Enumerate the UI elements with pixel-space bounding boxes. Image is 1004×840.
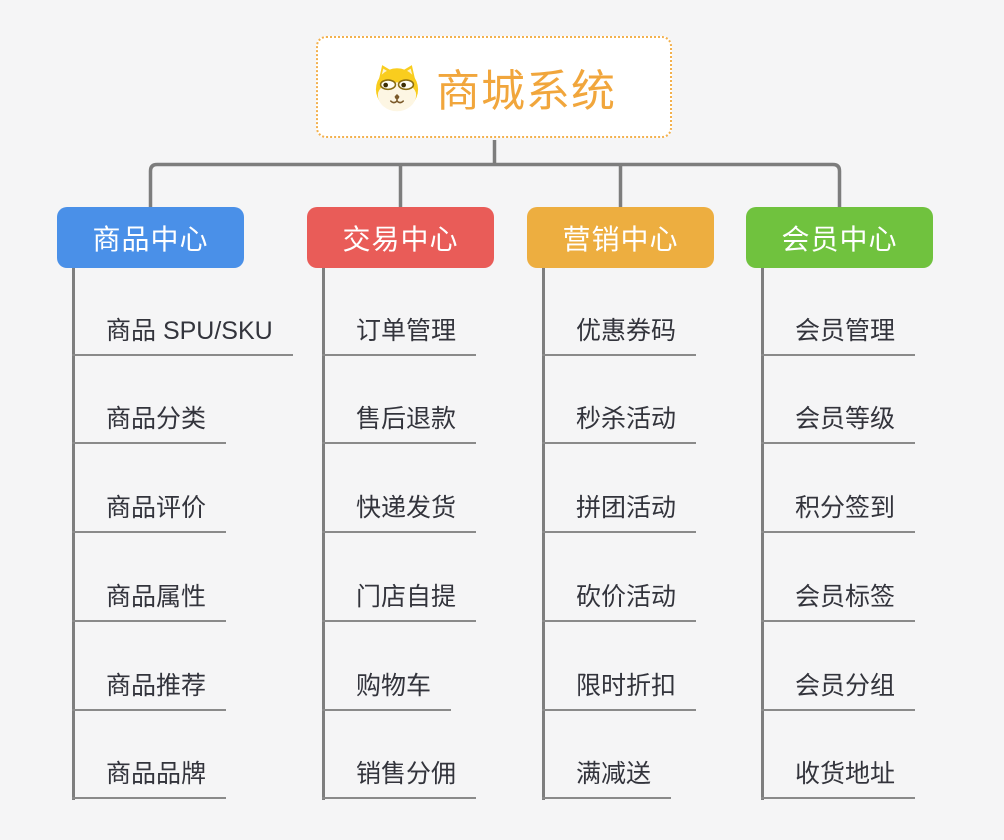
leaf-node[interactable]: 满减送 bbox=[542, 759, 672, 799]
leaf-node[interactable]: 会员标签 bbox=[761, 582, 916, 622]
leaf-node[interactable]: 商品属性 bbox=[72, 582, 227, 622]
root-title: 商城系统 bbox=[436, 67, 616, 116]
leaf-node[interactable]: 收货地址 bbox=[761, 759, 916, 799]
root-node[interactable]: 商城系统 bbox=[316, 36, 672, 138]
leaf-node[interactable]: 商品分类 bbox=[72, 404, 227, 444]
branch-header-member[interactable]: 会员中心 bbox=[746, 207, 933, 268]
leaf-node[interactable]: 售后退款 bbox=[322, 404, 477, 444]
leaf-node[interactable]: 会员等级 bbox=[761, 404, 916, 444]
leaf-node[interactable]: 积分签到 bbox=[761, 493, 916, 533]
leaf-node[interactable]: 会员分组 bbox=[761, 671, 916, 711]
leaf-node[interactable]: 拼团活动 bbox=[542, 493, 697, 533]
branch-rail-line bbox=[148, 162, 842, 208]
branch-header-marketing[interactable]: 营销中心 bbox=[527, 207, 714, 268]
leaf-node[interactable]: 销售分佣 bbox=[322, 759, 477, 799]
leaf-node[interactable]: 商品 SPU/SKU bbox=[72, 316, 293, 356]
branch-trunk-line bbox=[761, 268, 764, 800]
dog-face-icon bbox=[372, 62, 422, 112]
leaf-node[interactable]: 会员管理 bbox=[761, 316, 916, 356]
leaf-node[interactable]: 商品品牌 bbox=[72, 759, 227, 799]
branch-trunk-line bbox=[322, 268, 325, 800]
leaf-node[interactable]: 商品推荐 bbox=[72, 671, 227, 711]
branch-trunk-line bbox=[542, 268, 545, 800]
leaf-node[interactable]: 快递发货 bbox=[322, 493, 477, 533]
leaf-node[interactable]: 购物车 bbox=[322, 671, 452, 711]
leaf-node[interactable]: 商品评价 bbox=[72, 493, 227, 533]
leaf-node[interactable]: 订单管理 bbox=[322, 316, 477, 356]
branch-header-trade[interactable]: 交易中心 bbox=[307, 207, 494, 268]
leaf-node[interactable]: 限时折扣 bbox=[542, 671, 697, 711]
leaf-node[interactable]: 秒杀活动 bbox=[542, 404, 697, 444]
leaf-node[interactable]: 优惠券码 bbox=[542, 316, 697, 356]
leaf-node[interactable]: 门店自提 bbox=[322, 582, 477, 622]
branch-trunk-line bbox=[72, 268, 75, 800]
leaf-node[interactable]: 砍价活动 bbox=[542, 582, 697, 622]
branch-header-product[interactable]: 商品中心 bbox=[57, 207, 244, 268]
